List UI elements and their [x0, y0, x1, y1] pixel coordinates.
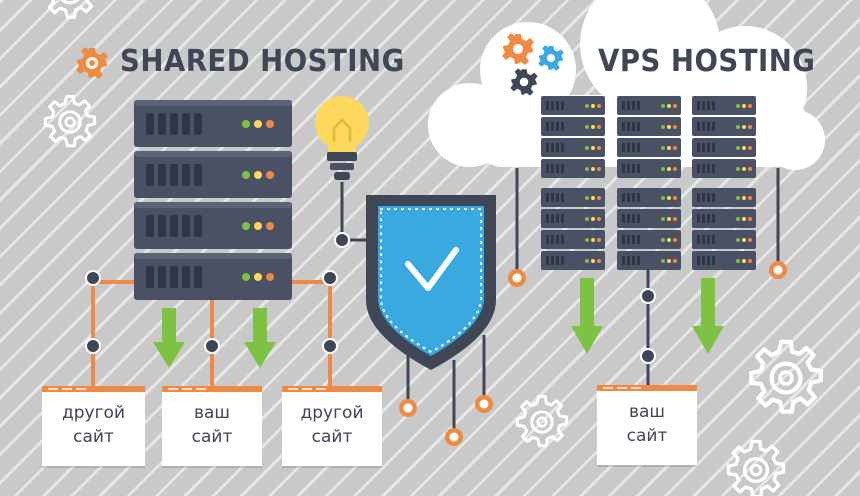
gear-icon [538, 45, 564, 71]
lightbulb-icon [315, 96, 369, 180]
gear-icon [76, 47, 108, 79]
label-line: сайт [626, 426, 668, 446]
label-line: сайт [73, 427, 114, 447]
connector-node [334, 232, 350, 248]
connector-node [769, 261, 787, 279]
server-rack-icon [134, 100, 292, 300]
connector-node [445, 428, 463, 446]
your-site-label: ваш сайт [162, 386, 262, 466]
arrow-down-icon [571, 278, 603, 354]
label-line: ваш [629, 402, 665, 422]
shared-hosting-title: SHARED HOSTING [120, 44, 405, 79]
vps-wires [515, 168, 780, 385]
gear-icon [502, 33, 534, 65]
label-line: другой [300, 403, 364, 423]
gear-icon [510, 68, 538, 96]
shield-check-icon [366, 195, 496, 370]
connector-node [399, 399, 417, 417]
connector-node [204, 338, 220, 354]
gear-icon [751, 342, 821, 412]
other-site-label: другой сайт [282, 386, 382, 466]
connector-node [508, 269, 526, 287]
label-line: сайт [191, 427, 233, 447]
vps-hosting-title: VPS HOSTING [598, 44, 816, 79]
arrow-down-icon [244, 308, 276, 368]
gear-icon [42, 0, 98, 19]
arrow-down-icon [153, 308, 185, 368]
other-site-label: другой сайт [42, 386, 145, 466]
label-line: другой [62, 403, 125, 423]
vps-server-racks [541, 96, 756, 270]
gear-icon [726, 439, 786, 496]
label-line: сайт [311, 427, 353, 447]
connector-node [85, 270, 101, 286]
vps-your-site-label: ваш сайт [597, 385, 697, 465]
connector-node [640, 288, 656, 304]
connector-node [322, 270, 338, 286]
connector-node [475, 395, 493, 413]
label-line: ваш [194, 403, 230, 423]
gear-icon [515, 395, 569, 448]
connector-node [322, 338, 338, 354]
connector-node [85, 338, 101, 354]
connector-node [640, 348, 656, 364]
gear-icon [43, 95, 97, 148]
shield-wires [340, 182, 486, 430]
arrow-down-icon [692, 278, 724, 354]
